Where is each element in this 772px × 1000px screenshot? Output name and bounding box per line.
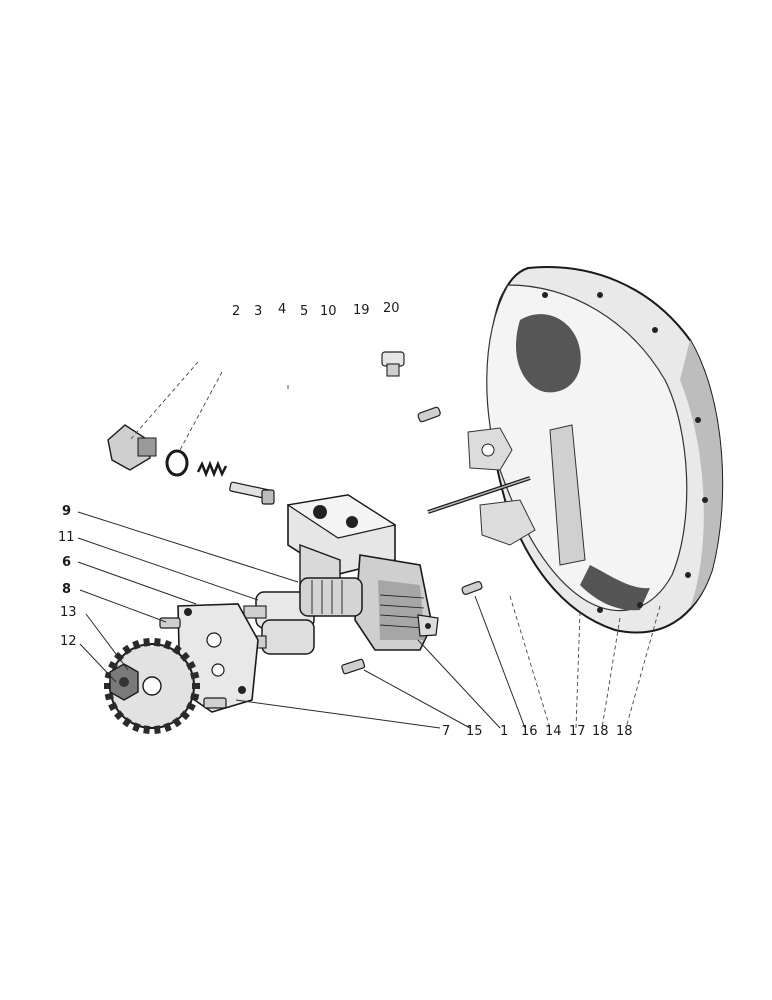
stud-rod [427,476,531,514]
flywheel-housing [467,266,724,634]
gear-tooth [172,717,182,728]
label-18b: 18 [616,724,633,739]
gear-tooth [153,725,161,735]
valve-spring [196,460,228,478]
label-17: 17 [569,724,586,739]
bottom-label-row: 7 15 1 16 14 17 18 18 [442,724,633,739]
label-15: 15 [466,724,483,739]
washer-ring [165,449,189,477]
gear-tooth [143,725,151,735]
gear-tooth [172,644,182,655]
plug-part [381,351,405,377]
label-8: 8 [62,582,71,597]
gear-tooth [108,661,118,671]
label-2: 2 [232,304,240,319]
gear-tooth [179,651,190,662]
drive-gear [104,637,200,735]
gear-tooth [104,692,114,701]
label-16: 16 [521,724,538,739]
label-19: 19 [353,303,370,318]
label-1: 1 [500,724,508,739]
bolts [159,617,366,709]
label-9: 9 [62,504,71,519]
top-label-row: 2 3 4 5 10 19 20 [232,301,400,319]
gear-tooth [186,701,196,711]
gear-tooth [190,692,200,701]
gear-tooth [122,644,132,655]
label-3: 3 [254,304,262,319]
gear-tooth [153,637,161,647]
pump-body [286,494,439,651]
gear-tooth [179,710,190,721]
dowel-pins [417,406,483,595]
gear-tooth [143,637,151,647]
label-11: 11 [58,530,75,545]
label-6: 6 [62,555,71,570]
pump-rotors [243,577,363,655]
valve-plunger [229,481,275,505]
label-18a: 18 [592,724,609,739]
relief-valve-plug [107,424,157,471]
gear-tooth [132,640,141,650]
label-5: 5 [300,304,308,319]
gear-tooth [163,640,172,650]
left-label-column: 9 11 6 8 13 12 [58,504,77,649]
label-12: 12 [60,634,77,649]
gear-tooth [132,722,141,732]
gear-tooth [186,661,196,671]
gear-tooth [122,717,132,728]
label-20: 20 [383,301,400,316]
gear-tooth [192,683,200,689]
gear-tooth [108,701,118,711]
gear-tooth [163,722,172,732]
label-14: 14 [545,724,562,739]
gear-tooth [114,710,125,721]
label-7: 7 [442,724,450,739]
gear-tooth [190,671,200,680]
label-4: 4 [278,302,286,317]
label-10: 10 [320,304,337,319]
leader-lines [77,361,661,729]
label-13: 13 [60,605,77,620]
